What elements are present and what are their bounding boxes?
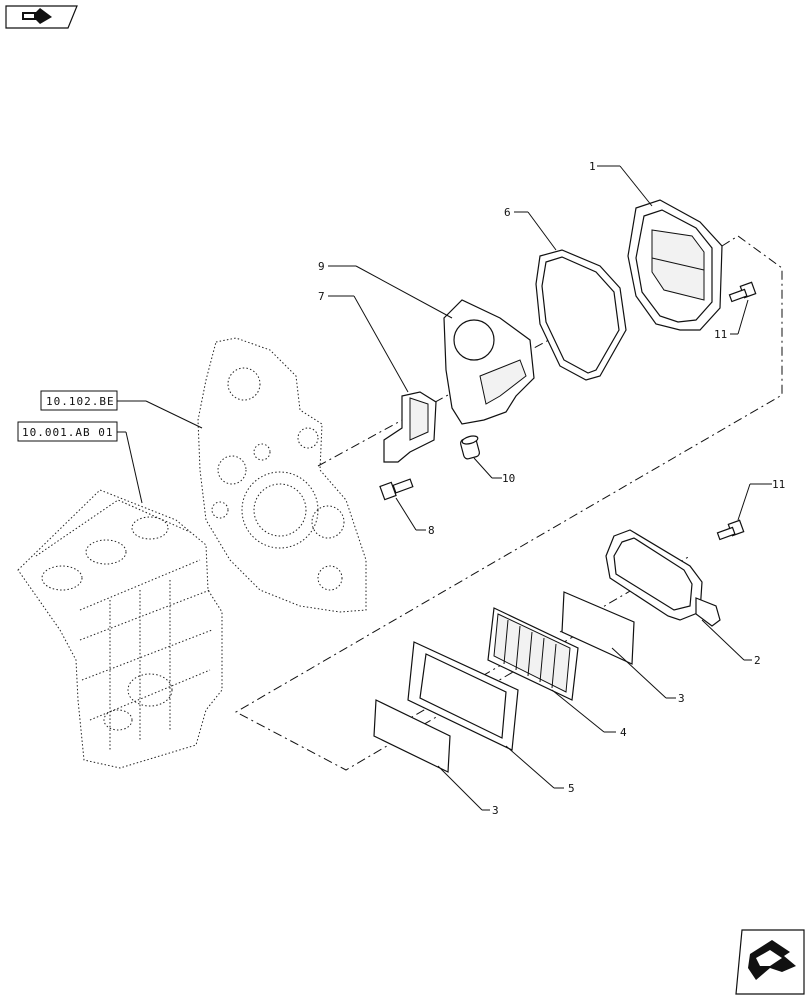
- callout-8: 8: [395, 497, 435, 537]
- part-4-filter-element: [487, 607, 579, 701]
- callout-7: 7: [318, 290, 409, 393]
- callout-11-right: 11: [737, 478, 785, 521]
- svg-text:4: 4: [620, 726, 627, 739]
- timing-gear-housing: [197, 337, 367, 613]
- callout-5: 5: [505, 745, 575, 795]
- callout-3-bottom: 3: [437, 765, 499, 817]
- part-11-bolt-top: [728, 281, 757, 303]
- callout-3-right: 3: [611, 647, 685, 705]
- svg-text:11: 11: [714, 328, 727, 341]
- callout-4: 4: [551, 689, 627, 739]
- svg-text:10.001.AB 01: 10.001.AB 01: [22, 426, 113, 439]
- svg-text:9: 9: [318, 260, 325, 273]
- callout-9: 9: [318, 260, 453, 319]
- svg-text:11: 11: [772, 478, 785, 491]
- part-10-sleeve: [459, 435, 481, 460]
- part-3-sheet-right: [561, 591, 635, 665]
- callout-2: 2: [701, 619, 761, 667]
- engine-block: [17, 489, 223, 769]
- svg-text:7: 7: [318, 290, 325, 303]
- svg-text:10: 10: [502, 472, 515, 485]
- part-11-bolt-right: [716, 519, 745, 541]
- reference-10-001-ab-01[interactable]: 10.001.AB 01: [17, 421, 143, 504]
- svg-text:2: 2: [754, 654, 761, 667]
- part-8-bolt: [379, 478, 414, 501]
- part-5-frame-gasket: [407, 641, 519, 751]
- part-6-gasket: [535, 249, 627, 381]
- next-page-icon[interactable]: [735, 929, 805, 995]
- svg-text:3: 3: [492, 804, 499, 817]
- svg-text:8: 8: [428, 524, 435, 537]
- callout-1: 1: [589, 160, 653, 207]
- part-2-filter-housing: [605, 529, 721, 627]
- reference-10-102-be[interactable]: 10.102.BE: [40, 390, 203, 429]
- svg-text:1: 1: [589, 160, 596, 173]
- svg-text:6: 6: [504, 206, 511, 219]
- callout-6: 6: [504, 206, 557, 251]
- part-3-sheet-bottom: [373, 699, 451, 773]
- svg-text:5: 5: [568, 782, 575, 795]
- callout-11-top: 11: [714, 299, 749, 341]
- part-1-cover: [627, 199, 723, 331]
- svg-text:3: 3: [678, 692, 685, 705]
- part-7-bracket: [383, 391, 437, 463]
- part-9-cover-plate: [443, 299, 535, 425]
- svg-text:10.102.BE: 10.102.BE: [46, 395, 115, 408]
- previous-page-icon[interactable]: [5, 5, 78, 29]
- callout-10: 10: [473, 457, 515, 485]
